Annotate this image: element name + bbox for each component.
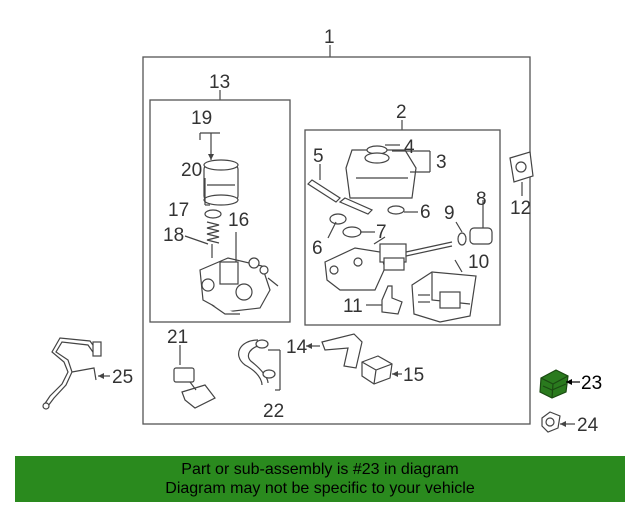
callout-19: 19 [191, 108, 212, 129]
bushing-part-24 [541, 411, 561, 433]
wire-harness-part-25 [42, 337, 102, 410]
sensor-part-21 [173, 367, 216, 409]
bracket-part-14 [321, 333, 363, 369]
part-info-banner: Part or sub-assembly is #23 in diagram D… [15, 456, 625, 502]
banner-line-part: Part or sub-assembly is #23 in diagram [181, 461, 459, 478]
callout-1: 1 [324, 27, 335, 48]
master-cylinder-part [324, 227, 493, 291]
banner-line-disclaimer: Diagram may not be specific to your vehi… [165, 480, 475, 497]
callout-18: 18 [163, 225, 184, 246]
callout-20: 20 [181, 160, 202, 181]
callout-15: 15 [403, 365, 424, 386]
callout-21: 21 [167, 327, 188, 348]
grommet-part-6 [329, 205, 405, 238]
callout-6a: 6 [420, 202, 431, 223]
callout-7: 7 [376, 222, 387, 243]
gasket-part-12 [509, 151, 534, 183]
bracket-part-11 [381, 285, 403, 315]
callout-12: 12 [510, 198, 531, 219]
callout-4: 4 [404, 137, 415, 158]
callout-5: 5 [313, 146, 324, 167]
callout-24: 24 [577, 415, 599, 436]
actuator-part-10 [411, 271, 477, 323]
bracket-part-5 [307, 179, 341, 203]
callout-13: 13 [209, 72, 230, 93]
callout-6b: 6 [312, 238, 323, 259]
block-part-15 [361, 355, 393, 385]
spring-part [206, 221, 220, 244]
callout-23: 23 [581, 373, 602, 394]
o-ring-part-17 [204, 209, 222, 219]
callout-11: 11 [343, 296, 363, 317]
callout-3: 3 [436, 152, 447, 173]
callout-22: 22 [263, 401, 284, 422]
highlighted-part-23 [539, 369, 569, 399]
hose-part-22 [238, 339, 276, 386]
pump-reservoir-part [203, 159, 239, 206]
callout-10: 10 [468, 252, 489, 273]
pump-motor-part [199, 257, 279, 315]
callout-25: 25 [112, 367, 133, 388]
callout-2: 2 [396, 102, 407, 123]
parts-diagram: 1 2 3 4 5 6 6 7 8 9 10 11 12 13 14 15 16… [42, 27, 602, 436]
callout-9: 9 [444, 203, 455, 224]
assembly-frame [142, 56, 531, 425]
callout-17: 17 [168, 200, 189, 221]
callout-8: 8 [476, 189, 487, 210]
callout-14: 14 [286, 337, 308, 358]
callout-16: 16 [228, 210, 249, 231]
brake-reservoir-part [338, 145, 417, 215]
